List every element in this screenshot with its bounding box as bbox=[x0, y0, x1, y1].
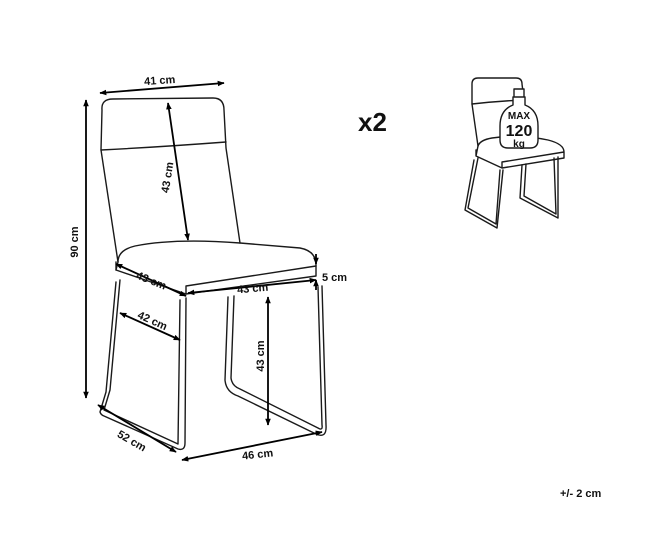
frame-right-leg bbox=[224, 285, 327, 437]
arrow-base-depth bbox=[97, 404, 177, 453]
arrow-backrest-width bbox=[99, 80, 225, 96]
arrow-seat-depth bbox=[115, 263, 187, 297]
arrow-backrest-height bbox=[166, 102, 190, 241]
label-seat-height: 43 cm bbox=[255, 340, 267, 371]
load-capacity-chair-icon bbox=[464, 77, 565, 229]
label-seat-thickness: 5 cm bbox=[322, 272, 347, 284]
arrow-base-width bbox=[181, 430, 323, 462]
seat-cushion-outline bbox=[115, 240, 317, 295]
quantity-label: x2 bbox=[358, 107, 387, 137]
badge-line-weight: 120 bbox=[506, 123, 533, 140]
arrow-seat-width bbox=[187, 277, 317, 296]
label-seat-depth: 43 cm bbox=[134, 270, 168, 293]
label-backrest-width: 41 cm bbox=[144, 74, 176, 88]
mini-frame-left bbox=[464, 157, 504, 229]
label-base-width: 46 cm bbox=[242, 447, 274, 462]
mini-frame-right bbox=[519, 156, 559, 219]
weight-bag-icon bbox=[499, 88, 539, 149]
label-total-height: 90 cm bbox=[69, 226, 81, 257]
label-inner-leg-depth: 42 cm bbox=[136, 309, 170, 333]
main-chair-outline bbox=[99, 97, 327, 451]
frame-left-leg bbox=[99, 279, 187, 451]
arrow-inner-leg-depth bbox=[119, 312, 181, 341]
dimension-arrows bbox=[83, 80, 323, 462]
label-seat-width: 43 cm bbox=[237, 282, 269, 297]
badge-line-unit: kg bbox=[513, 139, 525, 150]
label-backrest-height: 43 cm bbox=[160, 161, 177, 194]
backrest-seam bbox=[100, 141, 227, 151]
tolerance-note: +/- 2 cm bbox=[560, 488, 601, 500]
badge-line-max: MAX bbox=[508, 111, 531, 122]
